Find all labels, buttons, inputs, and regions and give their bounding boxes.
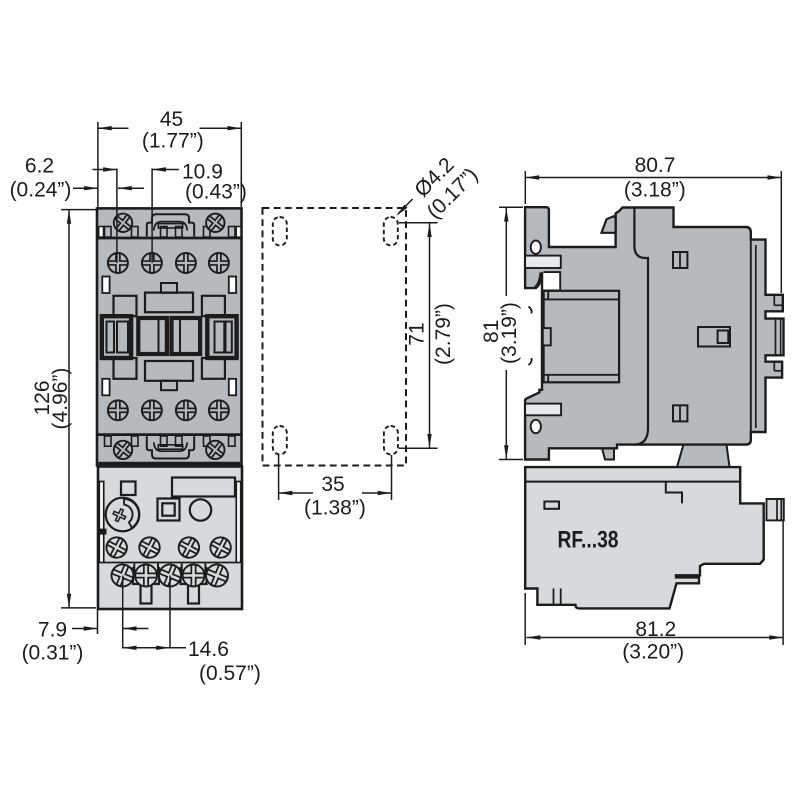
svg-text:81.2: 81.2: [635, 618, 676, 641]
svg-text:(4.96”): (4.96”): [49, 368, 72, 430]
svg-text:(0.24”): (0.24”): [10, 178, 72, 201]
svg-text:126: 126: [31, 380, 54, 415]
svg-text:6.2: 6.2: [25, 155, 54, 178]
svg-text:10.9: 10.9: [182, 160, 223, 183]
svg-text:81: 81: [480, 320, 503, 343]
svg-text:45: 45: [160, 108, 183, 131]
svg-text:14.6: 14.6: [188, 638, 229, 661]
svg-text:(1.77”): (1.77”): [142, 130, 204, 153]
svg-text:(1.38”): (1.38”): [304, 497, 366, 520]
svg-text:(3.18”): (3.18”): [624, 179, 686, 202]
svg-text:RF...38: RF...38: [558, 527, 619, 554]
svg-text:35: 35: [321, 473, 344, 496]
svg-text:(2.79”): (2.79”): [432, 303, 455, 365]
svg-text:80.7: 80.7: [635, 154, 676, 177]
svg-text:(0.31”): (0.31”): [22, 642, 84, 665]
svg-text:(0.43”): (0.43”): [185, 180, 247, 203]
svg-text:(0.57”): (0.57”): [199, 662, 261, 685]
svg-text:(3.20”): (3.20”): [622, 641, 684, 664]
svg-text:71: 71: [406, 322, 429, 345]
svg-text:(3.19”): (3.19”): [498, 302, 521, 364]
svg-text:7.9: 7.9: [38, 619, 67, 642]
